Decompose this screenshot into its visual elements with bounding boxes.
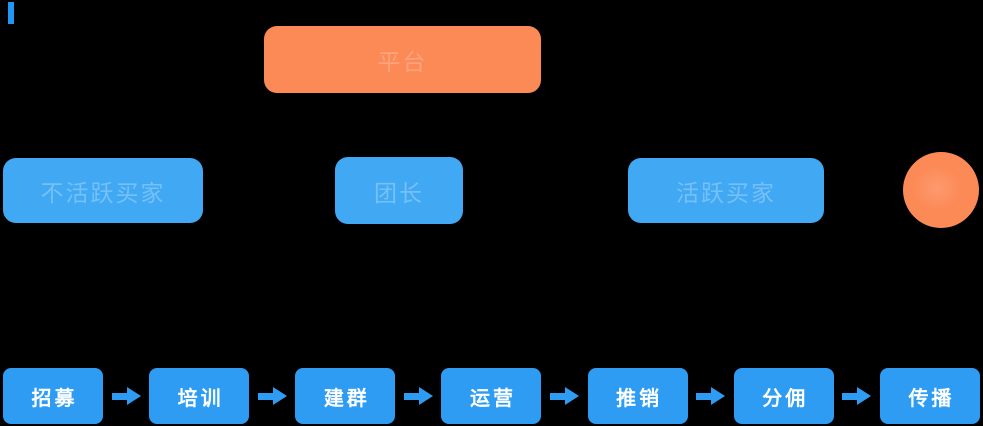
arrow-right-icon	[696, 387, 726, 405]
flow-step-operate: 运营	[441, 368, 542, 424]
inactive-buyers-box: 不活跃买家	[3, 158, 203, 223]
text-cursor-bar	[8, 2, 14, 24]
flow-step-label: 分佣	[762, 387, 809, 410]
flow-step-label: 建群	[323, 387, 370, 410]
faint-glyph	[913, 166, 961, 210]
active-buyers-label: 活跃买家	[676, 179, 776, 206]
platform-box: 平台	[264, 26, 541, 93]
group-leader-box: 团长	[335, 157, 463, 224]
arrow-head	[272, 387, 287, 405]
flow-step-commission: 分佣	[733, 368, 834, 424]
platform-box-label: 平台	[377, 48, 428, 75]
flow-step-spread: 传播	[879, 368, 980, 424]
flow-step-label: 培训	[177, 387, 224, 410]
arrow-right-icon	[111, 387, 141, 405]
arrow-right-icon	[842, 387, 872, 405]
arrow-right-icon	[550, 387, 580, 405]
flow-step-create-group: 建群	[295, 368, 396, 424]
arrow-right-icon	[403, 387, 433, 405]
group-leader-label: 团长	[374, 179, 424, 206]
orange-circle-node	[903, 152, 979, 228]
arrow-bar	[111, 392, 127, 400]
flow-step-recruit: 招募	[3, 368, 103, 424]
arrow-bar	[842, 392, 858, 400]
flow-step-promote: 推销	[587, 368, 688, 424]
arrow-bar	[550, 392, 566, 400]
flow-step-label: 招募	[31, 387, 78, 410]
arrow-right-icon	[257, 387, 287, 405]
arrow-head	[126, 387, 141, 405]
process-flow-row: 招募 培训 建群 运营 推销	[3, 368, 980, 424]
arrow-head	[565, 387, 580, 405]
flow-step-label: 推销	[616, 387, 663, 410]
arrow-bar	[403, 392, 419, 400]
flow-step-training: 培训	[149, 368, 250, 424]
arrow-bar	[696, 392, 712, 400]
active-buyers-box: 活跃买家	[628, 158, 824, 223]
arrow-head	[418, 387, 433, 405]
flow-step-label: 运营	[469, 387, 516, 410]
arrow-head	[857, 387, 872, 405]
arrow-bar	[257, 392, 273, 400]
flow-step-label: 传播	[908, 387, 955, 410]
inactive-buyers-label: 不活跃买家	[40, 179, 166, 206]
arrow-head	[711, 387, 726, 405]
